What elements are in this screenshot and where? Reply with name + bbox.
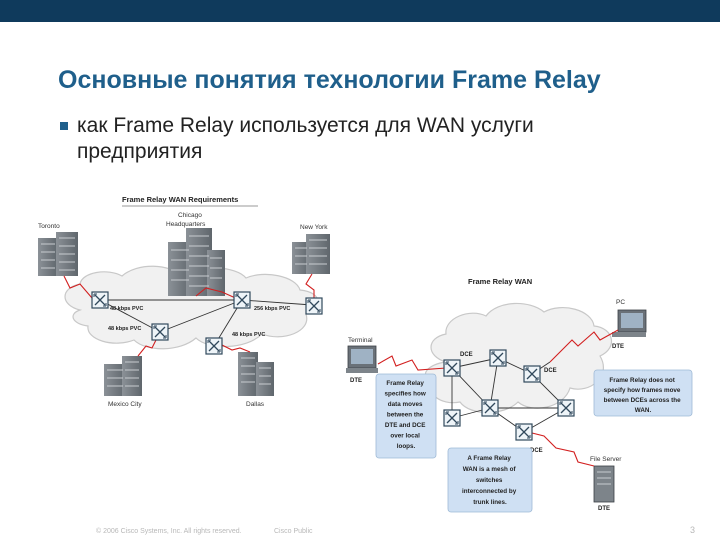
top-bar bbox=[0, 0, 720, 22]
right-switch-5 bbox=[557, 399, 575, 417]
file-server-icon bbox=[593, 465, 615, 503]
right-frame-relay-cloud bbox=[424, 302, 612, 413]
left-switch-toronto bbox=[91, 291, 109, 309]
callout-right-line: WAN. bbox=[635, 407, 652, 414]
callout-bottom-line: interconnected by bbox=[462, 488, 517, 495]
mexico-building-icon bbox=[104, 356, 142, 396]
footer-copyright: © 2006 Cisco Systems, Inc. All rights re… bbox=[96, 528, 242, 535]
callout-right-line: specify how frames move bbox=[604, 387, 681, 394]
left-switch-newyork bbox=[305, 297, 323, 315]
pvc-label-b: 256 kbps PVC bbox=[254, 306, 290, 312]
callout-bottom: A Frame Relay WAN is a mesh of switches … bbox=[447, 447, 533, 513]
slide-title: Основные понятия технологии Frame Relay bbox=[58, 66, 601, 94]
right-switch-7 bbox=[515, 423, 533, 441]
file-server-dte-label: DTE bbox=[598, 506, 610, 512]
site-label-chicago: Chicago bbox=[178, 212, 202, 219]
right-switch-3 bbox=[523, 365, 541, 383]
chicago-building-icon bbox=[168, 228, 225, 296]
dce-label-bottom: DCE bbox=[530, 448, 543, 454]
callout-right: Frame Relay does not specify how frames … bbox=[593, 369, 693, 417]
callout-left-line: between the bbox=[387, 412, 424, 419]
callout-left-line: specifies how bbox=[384, 391, 425, 398]
site-label-dallas: Dallas bbox=[246, 401, 265, 408]
callout-bottom-line: switches bbox=[476, 477, 503, 484]
right-switch-1 bbox=[443, 359, 461, 377]
right-switch-2 bbox=[489, 349, 507, 367]
callout-left-line: DTE and DCE bbox=[385, 422, 426, 429]
callout-left-line: data moves bbox=[388, 401, 423, 408]
pvc-label-c: 48 kbps PVC bbox=[108, 326, 141, 332]
callout-left-line: loops. bbox=[397, 443, 416, 450]
left-switch-mexico bbox=[151, 323, 169, 341]
site-label-newyork: New York bbox=[300, 224, 328, 231]
site-label-chicago-hq: Headquarters bbox=[166, 221, 206, 228]
pc-dte-label: DTE bbox=[612, 344, 624, 350]
site-label-mexico: Mexico City bbox=[108, 401, 142, 408]
terminal-dte-label: DTE bbox=[350, 378, 362, 384]
svg-text:Frame Relay does not spe: Frame Relay does not specify how frames … bbox=[604, 377, 683, 414]
left-figure-heading: Frame Relay WAN Requirements bbox=[122, 195, 238, 204]
slide-bullet: как Frame Relay используется для WAN усл… bbox=[77, 114, 534, 163]
terminal-label: Terminal bbox=[348, 337, 373, 344]
pc-icon bbox=[612, 309, 647, 337]
file-server-label: File Server bbox=[590, 456, 622, 463]
callout-bottom-line: A Frame Relay bbox=[467, 455, 511, 462]
callout-left-line: over local bbox=[390, 433, 420, 440]
toronto-building-icon bbox=[38, 232, 78, 276]
left-switch-chicago bbox=[233, 291, 251, 309]
footer-page-number: 3 bbox=[690, 525, 696, 535]
right-switch-4 bbox=[481, 399, 499, 417]
pvc-label-a: 48 kbps PVC bbox=[110, 306, 143, 312]
pc-label: PC bbox=[616, 299, 625, 306]
dce-label-right: DCE bbox=[544, 368, 557, 374]
callout-bottom-line: WAN is a mesh of bbox=[463, 466, 517, 473]
callout-left: Frame Relay specifies how data moves bet… bbox=[375, 373, 437, 459]
frame-relay-diagram: Frame Relay WAN Requirements Toronto Chi… bbox=[38, 195, 693, 513]
footer-classification: Cisco Public bbox=[274, 528, 313, 535]
right-switch-6 bbox=[443, 409, 461, 427]
dallas-building-icon bbox=[238, 352, 274, 396]
right-figure-heading: Frame Relay WAN bbox=[468, 277, 532, 286]
callout-right-line: Frame Relay does not bbox=[609, 377, 675, 384]
callout-right-line: between DCEs across the bbox=[604, 397, 681, 404]
pvc-label-d: 48 kbps PVC bbox=[232, 332, 265, 338]
left-switch-dallas bbox=[205, 337, 223, 355]
dce-label-top: DCE bbox=[460, 352, 473, 358]
svg-text:Frame Relay specifies ho: Frame Relay specifies how data moves bet… bbox=[384, 380, 427, 450]
bullet-square-icon bbox=[60, 122, 68, 130]
svg-text:A Frame Relay WAN is a m: A Frame Relay WAN is a mesh of switches … bbox=[462, 455, 518, 506]
terminal-icon bbox=[346, 345, 378, 373]
site-label-toronto: Toronto bbox=[38, 223, 60, 230]
callout-left-line: Frame Relay bbox=[386, 380, 424, 387]
newyork-building-icon bbox=[292, 234, 330, 274]
callout-bottom-line: trunk lines. bbox=[473, 499, 507, 506]
